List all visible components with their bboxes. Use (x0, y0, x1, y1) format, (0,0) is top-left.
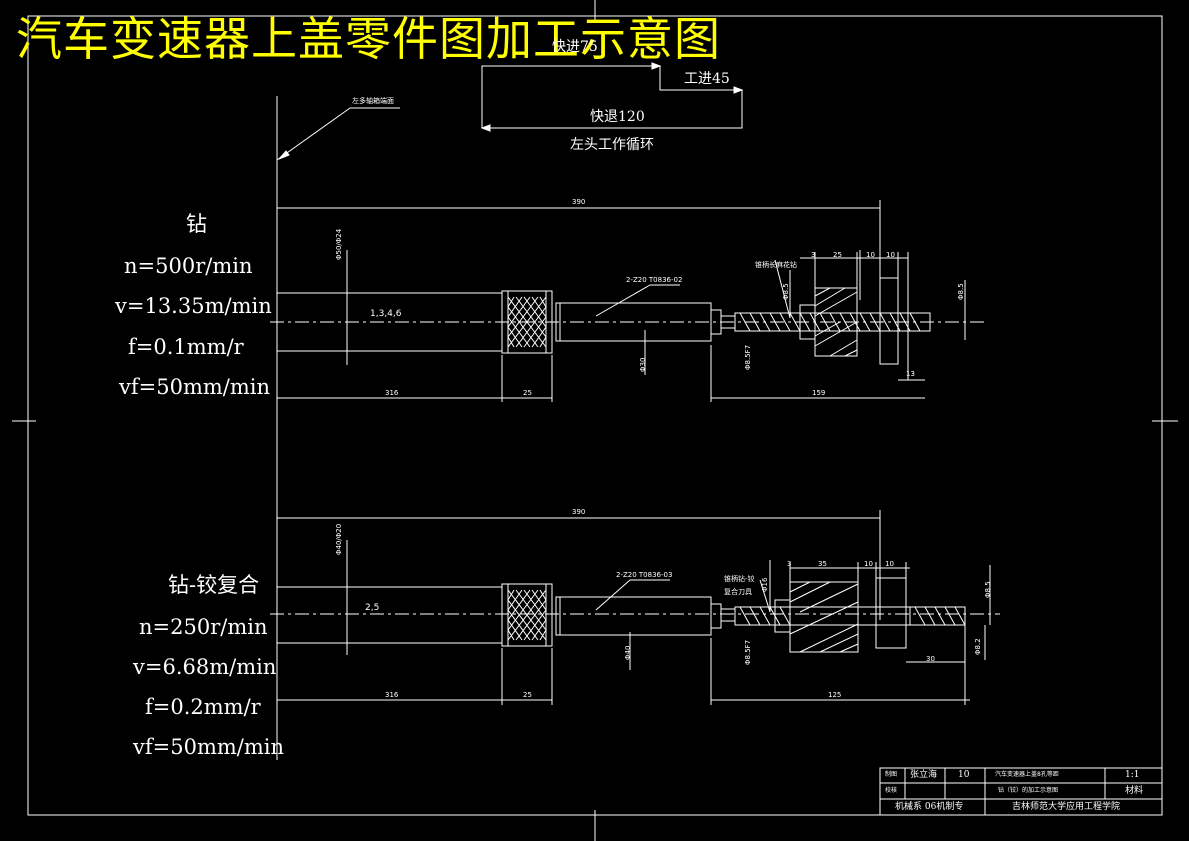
cycle-caption: 左头工作循环 (570, 137, 654, 153)
op2-dim-spindle: 316 (385, 691, 399, 699)
op2-tool-note2: 复合刀具 (724, 588, 752, 596)
left-face-label: 左多轴箱端面 (352, 97, 394, 105)
op1-dim-25: 25 (833, 251, 842, 259)
frame-ticks (12, 0, 1178, 841)
tb-material: 材料 (1125, 786, 1144, 796)
op1-sleeve-dia: Φ30 (639, 357, 647, 372)
left-face-line (276, 96, 400, 760)
op1-dim-tool: 159 (812, 389, 826, 397)
op2-dim-tool: 125 (828, 691, 842, 699)
cycle-work-feed: 工进45 (684, 71, 730, 87)
op2-spindle-ids: 2,5 (365, 603, 380, 613)
op2-dim-30: 30 (926, 655, 935, 663)
op1-tool-note: 锥柄长麻花钻 (755, 261, 797, 269)
op1-spindle-ids: 1,3,4,6 (370, 309, 402, 319)
op1-dim-13: 13 (906, 370, 915, 378)
op2-dim-phi-right2: Φ8.2 (974, 638, 982, 655)
tb-scale: 1:1 (1125, 770, 1140, 780)
tb-role-check: 校核 (885, 787, 898, 794)
op1-dim-3: 3 (811, 251, 816, 259)
op2-velocity: v=6.68m/min (133, 655, 277, 679)
op1-spindle-dia: Φ50/Φ24 (335, 228, 343, 260)
op2-sleeve-dia: Φ40 (624, 645, 632, 660)
tb-drawing-name-1: 汽车变速器上盖8孔等距 (995, 771, 1059, 778)
op1-dim-phi-bush: Φ8.5F7 (744, 344, 752, 370)
op2-spindle-dia: Φ40/Φ20 (335, 523, 343, 555)
op1-dim-overall: 390 (572, 198, 586, 206)
op2-dim-3: 3 (787, 560, 792, 568)
tb-dept: 机械系 06机制专 (895, 802, 964, 812)
op2-tool-note1: 锥柄钻-铰 (724, 575, 755, 583)
op2-feed: f=0.2mm/r (145, 695, 261, 719)
op1-dim-phi-drill: Φ8.5 (782, 283, 790, 300)
op2-dim-overall: 390 (572, 508, 586, 516)
op1-assembly (270, 200, 985, 402)
op1-dim-phi-right: Φ8.5 (957, 283, 965, 300)
op1-dim-10b: 10 (886, 251, 895, 259)
op2-assembly (270, 510, 1000, 705)
tb-role-draw: 制图 (885, 771, 898, 778)
title-block-grid (879, 767, 1163, 816)
op2-dim-phi-right1: Φ8.5 (984, 581, 992, 598)
page-title: 汽车变速器上盖零件图加工示意图 (16, 12, 721, 66)
op2-dim-phi-bush: Φ8.5F7 (744, 639, 752, 665)
op1-connector: 2-Z20 T0836-02 (626, 276, 683, 284)
op2-dim-nut: 25 (523, 691, 532, 699)
op1-dim-spindle: 316 (385, 389, 399, 397)
op2-feed-rate: vf=50mm/min (133, 735, 285, 759)
op2-connector: 2-Z20 T0836-03 (616, 571, 673, 579)
tb-designer: 张立海 (910, 770, 938, 780)
op2-dim-35: 35 (818, 560, 827, 568)
op1-speed: n=500r/min (124, 254, 253, 278)
op2-name: 钻-铰复合 (168, 573, 260, 597)
work-cycle-diagram (480, 62, 744, 132)
op1-feed-rate: vf=50mm/min (119, 375, 271, 399)
op2-dim-phi-drill: Φ16 (761, 577, 769, 592)
op1-velocity: v=13.35m/min (115, 294, 272, 318)
tb-school: 吉林师范大学应用工程学院 (1012, 802, 1121, 812)
tb-drawing-name-2: 钻（铰）的加工示意图 (998, 787, 1059, 794)
op2-dim-10a: 10 (864, 560, 873, 568)
op1-dim-nut: 25 (523, 389, 532, 397)
op1-dim-10a: 10 (866, 251, 875, 259)
op2-dim-10b: 10 (885, 560, 894, 568)
cycle-fast-forward: 快进75 (552, 39, 598, 55)
op2-speed: n=250r/min (139, 615, 268, 639)
op1-feed: f=0.1mm/r (128, 335, 244, 359)
op1-name: 钻 (186, 212, 207, 236)
tb-sheet-no: 10 (958, 770, 970, 780)
cycle-fast-return: 快退120 (590, 109, 645, 125)
